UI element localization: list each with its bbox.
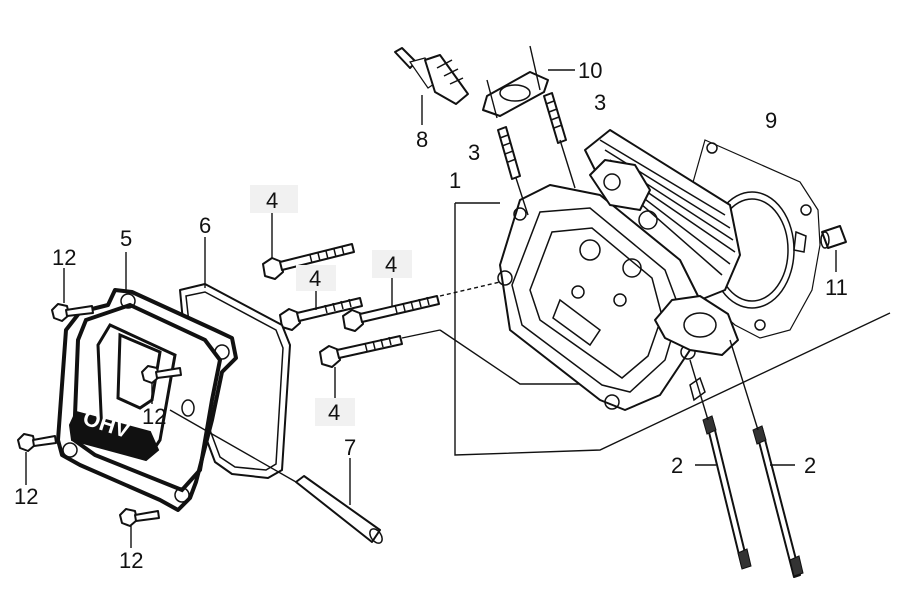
cover-bolt-4 [119,508,160,548]
callout-2-right: 2 [804,453,816,478]
callout-1: 1 [449,168,461,193]
push-rod-guide-line-2 [689,359,709,421]
callout-9: 9 [765,108,777,133]
intake-gasket [482,45,549,119]
cylinder-head [497,129,741,411]
head-bolt-1 [262,213,355,280]
callout-4-bottom: 4 [328,400,340,425]
callout-12-left: 12 [14,484,38,509]
callout-10: 10 [578,58,602,83]
cover-bolt-2 [141,365,182,404]
head-bolt-3 [342,278,501,332]
cover-bolt-1 [51,268,94,322]
breather-tube [169,409,383,544]
callout-12-bottom: 12 [119,548,143,573]
push-rod-right [752,425,804,578]
callout-12-top: 12 [52,245,76,270]
callout-6: 6 [199,213,211,238]
callout-8: 8 [416,127,428,152]
callout-3-upper: 3 [594,90,606,115]
callout-2-left: 2 [671,453,683,478]
callout-4-top: 4 [266,188,278,213]
callout-4-right: 4 [385,252,397,277]
callout-11: 11 [825,275,848,300]
stud-upper [543,92,576,189]
dowel-pin [820,225,847,272]
stud-lower [497,126,529,216]
callout-labels: 1 2 2 3 3 4 4 4 4 5 6 7 8 9 10 11 12 12 … [14,58,848,573]
callout-12-cover: 12 [142,404,166,429]
head-bolt-4 [319,329,441,398]
callout-5: 5 [120,226,132,251]
cover-bolt-3 [17,433,57,485]
head-cover: OHV [56,252,238,512]
callout-7: 7 [344,435,356,460]
spark-plug [394,47,469,125]
push-rod-guide-line [729,339,759,431]
callout-3-lower: 3 [468,140,480,165]
push-rod-left [695,415,752,570]
callout-4-middle: 4 [309,266,321,291]
